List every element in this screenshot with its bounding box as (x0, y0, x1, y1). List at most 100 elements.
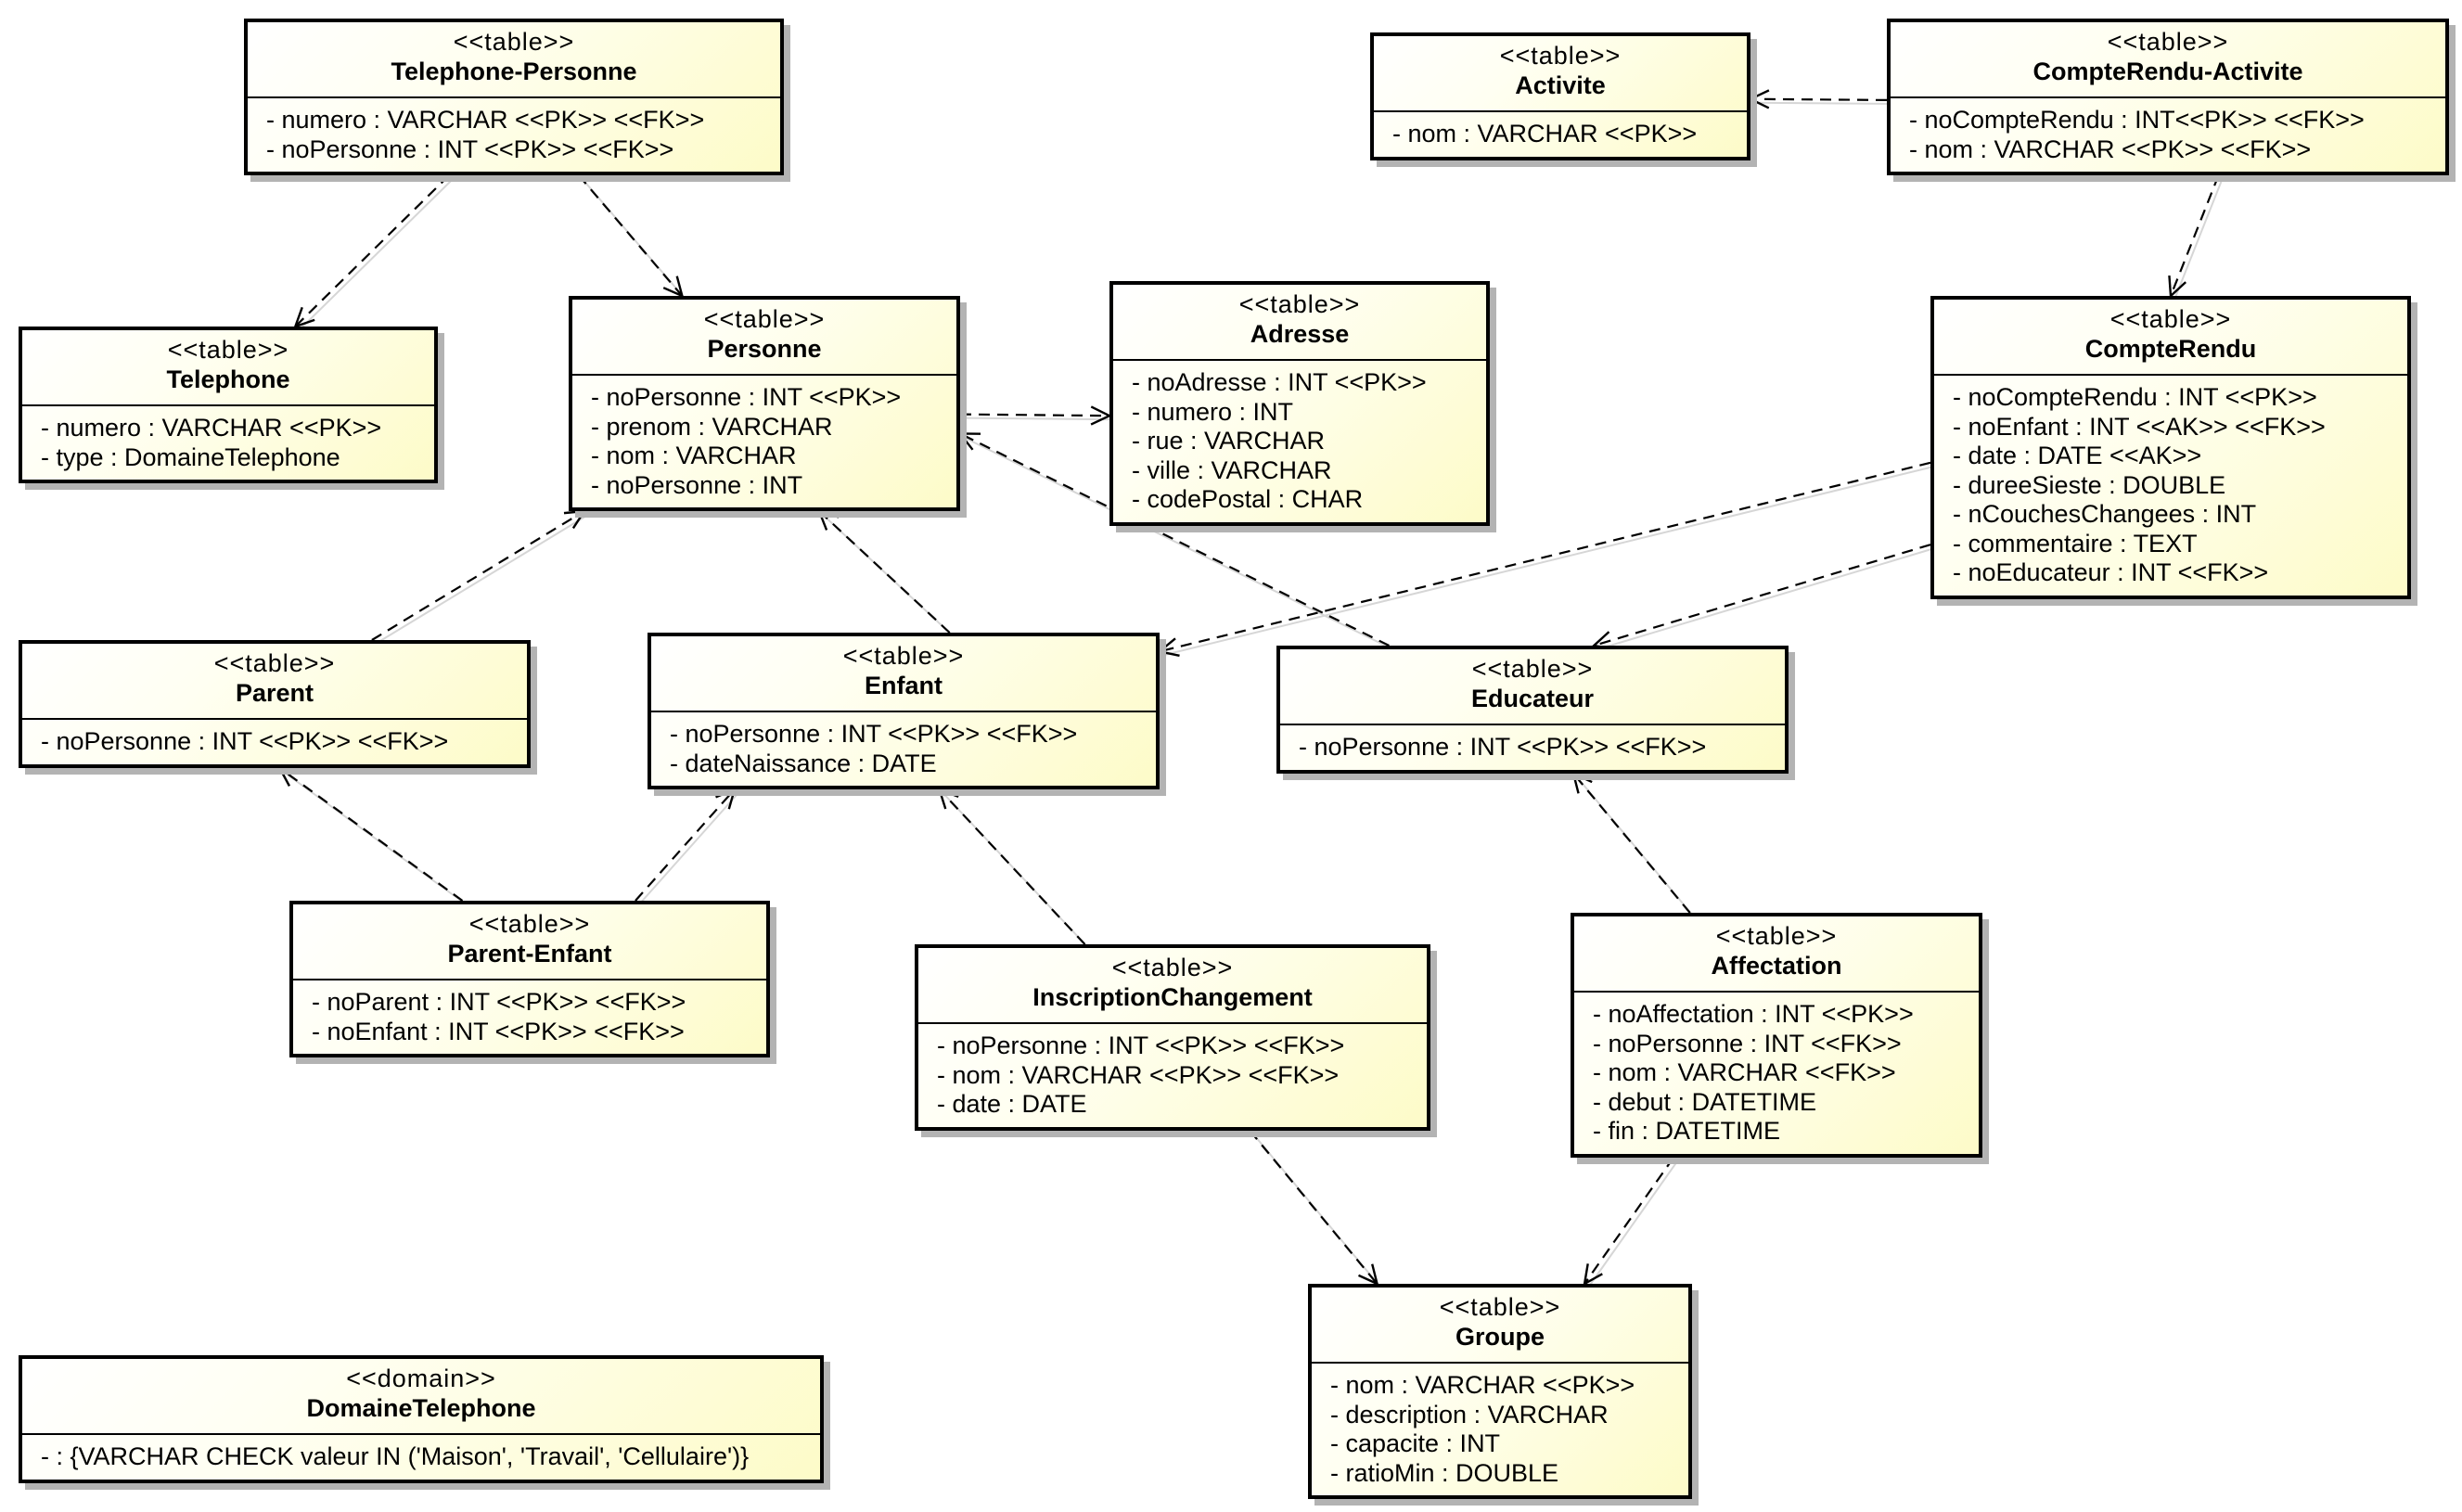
table-header: <<table>>Personne (572, 300, 956, 376)
table-attribute: - ratioMin : DOUBLE (1330, 1458, 1559, 1487)
table-attribute: - noCompteRendu : INT <<PK>> (1953, 383, 2317, 411)
table-activite[interactable]: <<table>>Activite - nom : VARCHAR <<PK>> (1370, 32, 1750, 160)
table-groupe[interactable]: <<table>>Groupe- nom : VARCHAR <<PK>>- d… (1308, 1284, 1692, 1499)
table-attributes: - numero : VARCHAR <<PK>>- type : Domain… (22, 406, 434, 480)
table-header: <<table>>Parent-Enfant (293, 904, 766, 980)
table-name: InscriptionChangement (1032, 983, 1313, 1011)
table-attribute: - numero : INT (1132, 397, 1294, 426)
table-attribute: - debut : DATETIME (1593, 1087, 1817, 1116)
table-compterendu-activite[interactable]: <<table>>CompteRendu-Activite- noCompteR… (1887, 19, 2449, 175)
table-personne[interactable]: <<table>>Personne- noPersonne : INT <<PK… (569, 296, 960, 511)
table-attribute: - type : DomaineTelephone (41, 442, 340, 471)
table-stereotype: <<table>> (1715, 922, 1838, 950)
table-attributes: - noCompteRendu : INT<<PK>> <<FK>>- nom … (1891, 98, 2445, 172)
table-attribute: - noPersonne : INT <<FK>> (1593, 1029, 1902, 1057)
relation-personne-to-adresse (959, 405, 1114, 426)
table-stereotype: <<table>> (842, 642, 965, 670)
table-attribute: - date : DATE <<AK>> (1953, 442, 2202, 469)
table-compterendu[interactable]: <<table>>CompteRendu- noCompteRendu : IN… (1930, 296, 2411, 599)
table-adresse[interactable]: <<table>>Adresse- noAdresse : INT <<PK>>… (1109, 281, 1490, 526)
table-attribute: - prenom : VARCHAR (591, 412, 833, 441)
table-attributes: - noPersonne : INT <<PK>>- prenom : VARC… (572, 376, 956, 507)
table-attribute: - nom : VARCHAR <<PK>> (1392, 120, 1698, 147)
table-header: <<table>>Parent (22, 644, 527, 720)
table-attribute: - noPersonne : INT <<PK>> <<FK>> (1299, 733, 1707, 761)
table-attribute: - noEnfant : INT <<AK>> <<FK>> (1953, 412, 2326, 441)
table-affectation[interactable]: <<table>>Affectation- noAffectation : IN… (1571, 913, 1982, 1158)
table-header: <<table>>Educateur (1280, 649, 1785, 725)
table-header: <<table>>Telephone-Personne (248, 22, 780, 98)
table-attributes: - nom : VARCHAR <<PK>>- description : VA… (1312, 1364, 1688, 1495)
table-educateur[interactable]: <<table>>Educateur - noPersonne : INT <<P… (1276, 646, 1789, 774)
table-stereotype: <<table>> (453, 28, 575, 56)
table-attributes: - noParent : INT <<PK>> <<FK>>- noEnfant… (293, 980, 766, 1054)
table-header: <<table>>CompteRendu (1934, 300, 2407, 376)
table-stereotype: <<table>> (1111, 954, 1234, 981)
table-header: <<table>>Groupe (1312, 1288, 1688, 1364)
table-header: <<domain>>DomaineTelephone (22, 1359, 820, 1435)
table-attribute: - noPersonne : INT <<PK>> <<FK>> (41, 727, 449, 755)
table-stereotype: <<table>> (1471, 655, 1594, 683)
table-stereotype: <<domain>> (346, 1365, 496, 1392)
table-inscriptionchangement[interactable]: <<table>>InscriptionChangement - noPerson… (915, 944, 1430, 1131)
table-attributes: - noAdresse : INT <<PK>>- numero : INT- … (1113, 361, 1486, 522)
table-attributes: - noPersonne : INT <<PK>> <<FK>> (1280, 725, 1785, 770)
relation-compterendu-activite-to-activite (1748, 89, 1891, 109)
table-header: <<table>>Affectation (1574, 916, 1979, 993)
table-header: <<table>>Activite (1374, 36, 1747, 112)
table-name: Adresse (1250, 320, 1350, 348)
table-attribute: - nom : VARCHAR <<PK>> <<FK>> (1909, 135, 2312, 163)
table-stereotype: <<table>> (2109, 305, 2232, 333)
table-attribute: - description : VARCHAR (1330, 1400, 1609, 1429)
table-enfant[interactable]: <<table>>Enfant- noPersonne : INT <<PK>>… (648, 633, 1160, 789)
table-attributes: - nom : VARCHAR <<PK>> (1374, 112, 1747, 157)
relation-enfant-to-personne (817, 509, 955, 637)
table-attribute: - noAffectation : INT <<PK>> (1593, 1000, 1914, 1028)
table-telephone-personne[interactable]: <<table>>Telephone-Personne- numero : VA… (244, 19, 784, 175)
relation-telephone-personne-to-personne (578, 174, 687, 301)
table-telephone[interactable]: <<table>>Telephone - numero : VARCHAR <<P… (19, 327, 438, 483)
table-attributes: - numero : VARCHAR <<PK>> <<FK>>- noPers… (248, 98, 780, 172)
table-name: Educateur (1470, 685, 1595, 712)
table-stereotype: <<table>> (468, 910, 591, 938)
table-stereotype: <<table>> (167, 336, 289, 364)
table-header: <<table>>Enfant (651, 636, 1156, 712)
table-name: Telephone (166, 365, 290, 393)
table-stereotype: <<table>> (703, 305, 826, 333)
relation-parent-to-personne (371, 509, 589, 645)
table-attribute: - noPersonne : INT <<PK>> (591, 383, 902, 411)
table-attribute: - noEnfant : INT <<PK>> <<FK>> (312, 1017, 685, 1045)
table-name: CompteRendu-Activite (2032, 58, 2303, 85)
table-attributes: - : {VARCHAR CHECK valeur IN ('Maison', … (22, 1435, 820, 1480)
table-name: Telephone-Personne (391, 58, 637, 85)
table-attributes: - noAffectation : INT <<PK>>- noPersonne… (1574, 993, 1979, 1154)
table-attribute: - nom : VARCHAR (591, 442, 797, 469)
table-stereotype: <<table>> (2107, 28, 2229, 56)
table-name: DomaineTelephone (306, 1394, 536, 1422)
table-name: CompteRendu (2084, 335, 2257, 363)
table-domainetelephone[interactable]: <<domain>>DomaineTelephone - : {VARCHAR C… (19, 1355, 824, 1483)
table-name: Parent-Enfant (447, 940, 612, 967)
table-attribute: - nom : VARCHAR <<PK>> (1330, 1371, 1635, 1399)
table-attribute: - nom : VARCHAR <<FK>> (1593, 1058, 1896, 1086)
relation-telephone-personne-to-telephone (293, 174, 454, 331)
table-attributes: - noCompteRendu : INT <<PK>>- noEnfant :… (1934, 376, 2407, 596)
table-parent-enfant[interactable]: <<table>>Parent-Enfant- noParent : INT <… (289, 901, 770, 1057)
table-attribute: - : {VARCHAR CHECK valeur IN ('Maison', … (41, 1442, 750, 1470)
table-attribute: - date : DATE (937, 1090, 1087, 1118)
table-attribute: - dateNaissance : DATE (670, 749, 937, 777)
table-attribute: - noParent : INT <<PK>> <<FK>> (312, 988, 686, 1016)
table-attribute: - noAdresse : INT <<PK>> (1132, 368, 1427, 396)
table-attribute: - nCouchesChangees : INT (1953, 500, 2257, 528)
table-name: Activite (1515, 71, 1606, 99)
table-header: <<table>>InscriptionChangement (918, 948, 1427, 1024)
table-header: <<table>>CompteRendu-Activite (1891, 22, 2445, 98)
table-attribute: - noEducateur : INT <<FK>> (1953, 558, 2269, 586)
table-parent[interactable]: <<table>>Parent - noPersonne : INT <<PK>>… (19, 640, 531, 768)
relation-inscriptionchangement-to-enfant (937, 787, 1090, 949)
table-attribute: - noPersonne : INT <<PK>> <<FK>> (937, 1031, 1345, 1059)
table-name: Groupe (1455, 1323, 1545, 1351)
table-stereotype: <<table>> (1499, 42, 1622, 70)
relation-compterendu-to-educateur (1591, 544, 1935, 650)
table-attribute: - rue : VARCHAR (1132, 427, 1326, 455)
